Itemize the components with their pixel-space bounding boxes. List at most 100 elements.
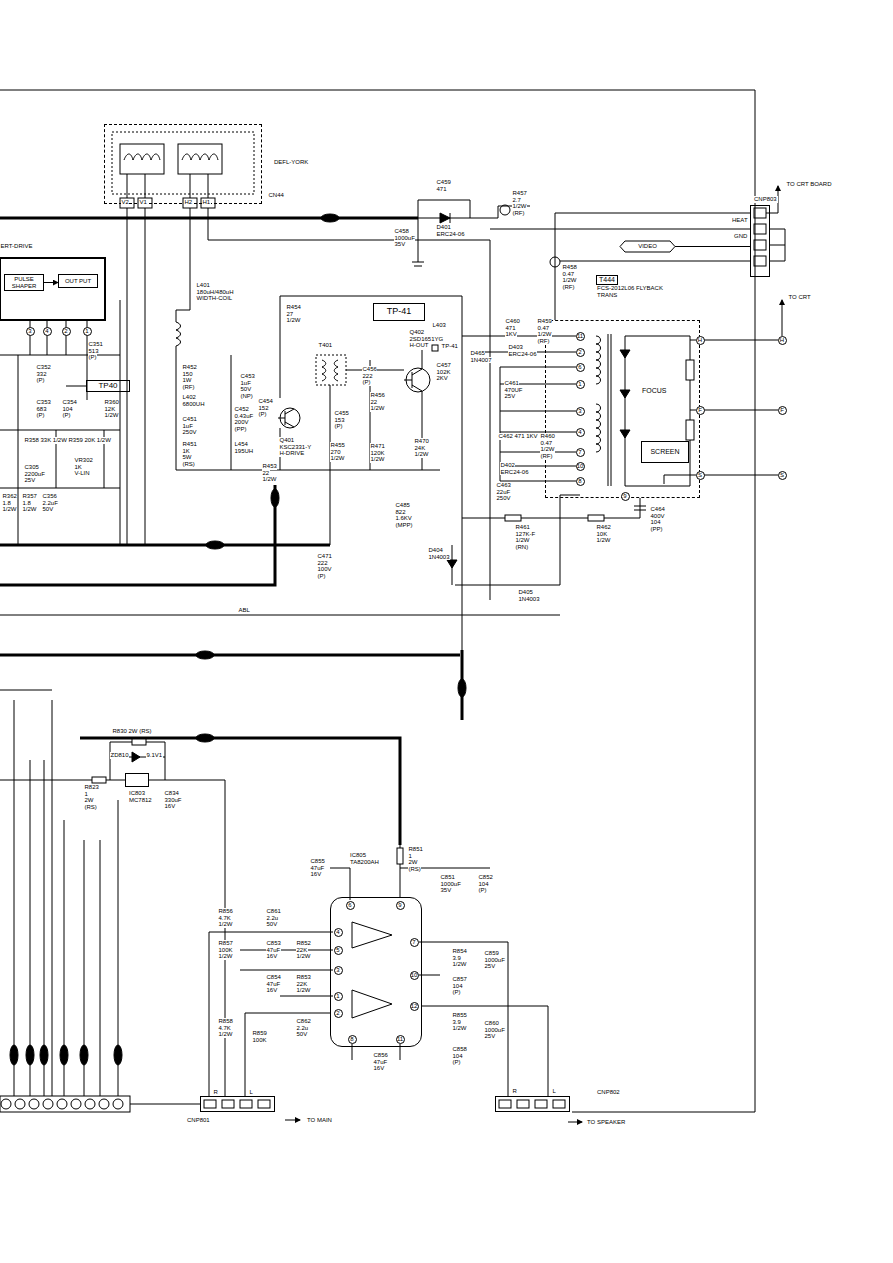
pin-number: 5: [334, 946, 343, 955]
schematic-stroke: [85, 1099, 95, 1109]
schematic-stroke: [196, 734, 214, 742]
node-inner: TP-41: [374, 304, 424, 320]
schematic-stroke: [60, 1045, 68, 1065]
schematic-stroke: [0, 217, 418, 220]
part-label: 35V: [394, 241, 406, 248]
schematic-stroke: [704, 300, 782, 475]
pin-number: 9: [621, 492, 630, 501]
part-label: (RF): [512, 210, 525, 217]
part-label: 16V: [266, 953, 278, 960]
schematic-stroke: [222, 1100, 234, 1108]
schematic-stroke: [127, 208, 490, 545]
schematic-stroke: [26, 1045, 34, 1065]
part-label: ZD810: [110, 752, 129, 759]
part-label: CN44: [268, 192, 284, 199]
part-label: (P): [36, 377, 45, 384]
schematic-stroke: [176, 322, 181, 470]
part-label: (P): [362, 379, 371, 386]
part-label: H1: [202, 199, 211, 206]
part-label: 1KV: [505, 331, 517, 338]
pin-number: 6: [576, 363, 585, 372]
part-label: C462 471 1KV: [498, 433, 538, 440]
schematic-stroke: [596, 404, 601, 452]
schematic-stroke: [0, 780, 225, 1096]
schematic-stroke: [130, 1104, 200, 1105]
schematic-stroke: [138, 198, 152, 208]
part-label: L: [552, 1088, 556, 1095]
schematic-stroke: [450, 213, 451, 223]
schematic-stroke: [201, 198, 215, 208]
schematic-stroke: [0, 90, 785, 1122]
part-label: (P): [478, 887, 487, 894]
node-box: CNP801TO MAIN: [200, 1096, 275, 1112]
schematic-stroke: [447, 560, 457, 568]
pin-number: 12: [410, 1002, 419, 1011]
node-label: SCREEN: [649, 448, 680, 456]
node-heading: HEAT: [731, 217, 749, 224]
schematic-stroke: [71, 1099, 81, 1109]
schematic-stroke: [120, 198, 134, 208]
node-box: T444FCS-2012L06 FLYBACK TRANSFOCUSSCREEN: [545, 320, 700, 498]
schematic-stroke: [770, 229, 785, 261]
schematic-stroke: [620, 350, 630, 438]
connector-line: [555, 213, 750, 320]
part-label: V-LIN: [74, 470, 90, 477]
pin-number: S: [778, 471, 787, 480]
part-label: (PP): [234, 426, 247, 433]
node-inner: TP40: [87, 381, 129, 391]
part-label: 100K: [252, 1037, 267, 1044]
part-label: (MPP): [395, 522, 413, 529]
schematic-stroke: [462, 336, 576, 481]
schematic-stroke: [183, 198, 197, 208]
schematic-stroke: [10, 1045, 18, 1065]
part-label: TO CRT BOARD: [786, 181, 832, 188]
pin-number: 4: [334, 928, 343, 937]
part-label: ERT-DRIVE: [0, 243, 33, 250]
schematic-stroke: [754, 208, 766, 218]
part-label: (RF): [562, 284, 575, 291]
schematic-stroke: [206, 541, 224, 549]
node-box: VIDEO: [620, 241, 675, 252]
schematic-stroke: [132, 752, 140, 762]
part-label: (RS): [84, 804, 97, 811]
part-label: (P): [334, 423, 343, 430]
schematic-stroke: [204, 1100, 216, 1108]
part-label: (RF): [540, 453, 553, 460]
pin-number: 6: [346, 901, 355, 910]
node-heading: IC805: [349, 852, 367, 859]
node-inner: SCREEN: [642, 442, 688, 462]
pin-number: 2: [576, 348, 585, 357]
part-label: 25V: [504, 393, 516, 400]
schematic-stroke: [517, 1100, 529, 1108]
part-label: H2: [184, 199, 193, 206]
node-heading: T444: [596, 275, 618, 285]
schematic-stroke: [271, 489, 279, 507]
part-label: (P): [36, 412, 45, 419]
part-label: 25V: [24, 477, 36, 484]
node-heading: FOCUS: [641, 387, 668, 395]
part-label: 1/2W: [104, 412, 119, 419]
part-label: TO CRT: [788, 294, 811, 301]
schematic-stroke: [0, 615, 560, 616]
connector-line: [422, 1006, 548, 1096]
pin-number: 8: [348, 1035, 357, 1044]
part-label: ERC24-06: [508, 351, 537, 358]
pin-number: 3: [26, 327, 35, 336]
node-box: SCREEN: [641, 441, 689, 463]
part-label: H-OUT: [409, 342, 429, 349]
schematic-stroke: [505, 515, 521, 521]
part-label: R: [213, 1089, 218, 1096]
schematic-stroke: [316, 355, 346, 385]
node-heading: TA8200AH: [349, 859, 380, 866]
pin-number: 7: [410, 938, 419, 947]
schematic-stroke: [596, 336, 601, 384]
schematic-stroke: [535, 1100, 547, 1108]
schematic-stroke: [196, 651, 214, 659]
part-label: 1/2W: [286, 317, 301, 324]
schematic-stroke: [330, 868, 350, 900]
schematic-stroke: [462, 498, 646, 518]
node-box: IC803MC7812: [125, 773, 149, 787]
schematic-stroke: [114, 1045, 122, 1065]
part-label: 16V: [373, 1065, 385, 1072]
schematic-stroke: [178, 144, 222, 174]
